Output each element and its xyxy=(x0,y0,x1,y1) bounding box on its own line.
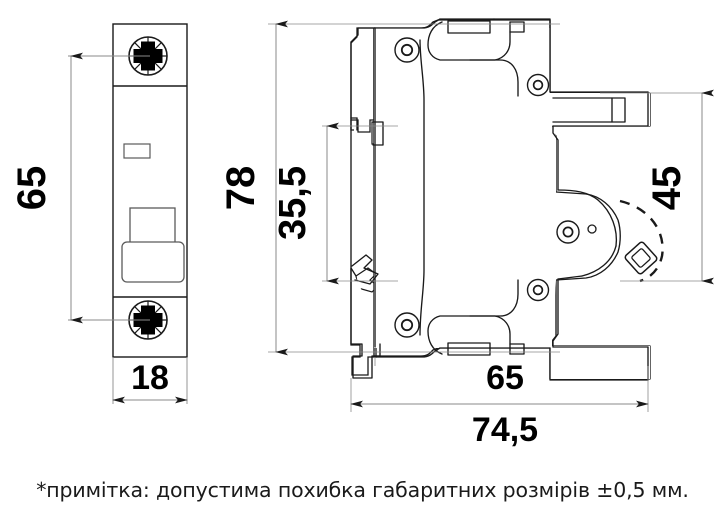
side-view-din-clip xyxy=(350,27,388,376)
front-view-width-dimension: 18 xyxy=(112,357,188,404)
side-view-handle-lever xyxy=(624,241,658,275)
side-front-depth-label: 45 xyxy=(645,166,689,211)
side-view-total-depth-dimension: 74,5 xyxy=(350,378,649,449)
side-view-geometry xyxy=(350,18,649,381)
side-view-total-height-dimension: 78 xyxy=(219,20,560,356)
side-body-depth-label: 65 xyxy=(486,359,524,397)
side-view-rivets xyxy=(394,37,597,338)
rivet-handle-pivot xyxy=(556,220,580,244)
front-view-indicator-window xyxy=(123,143,151,159)
front-height-label: 65 xyxy=(10,166,54,211)
side-view-handle-swing-arc xyxy=(619,199,664,283)
front-width-label: 18 xyxy=(131,359,169,397)
side-total-depth-label: 74,5 xyxy=(472,411,538,449)
front-view-toggle-knob xyxy=(121,241,185,283)
front-view-toggle-stem xyxy=(129,207,176,244)
tolerance-note: *примітка: допустима похибка габаритних … xyxy=(36,478,689,502)
side-view-front-depth-dimension: 45 xyxy=(600,89,714,285)
side-rail-offset-label: 35,5 xyxy=(272,166,314,240)
front-view-group: 65 18 xyxy=(10,23,188,404)
rivet-upper-middle xyxy=(526,73,550,97)
rivet-bottom-left xyxy=(394,312,420,338)
side-total-height-label: 78 xyxy=(219,166,263,211)
rivet-handle-detent xyxy=(587,224,597,234)
side-view-body-depth-dimension: 65 xyxy=(374,357,649,397)
side-view-group: 78 35,5 45 65 xyxy=(219,18,714,449)
rivet-top-left xyxy=(394,37,420,63)
side-view-accurate-profile xyxy=(374,28,650,379)
front-view-height-dimension: 65 xyxy=(10,52,150,324)
rivet-lower-middle xyxy=(526,278,550,302)
side-view-rail-offset-dimension: 35,5 xyxy=(272,122,398,285)
